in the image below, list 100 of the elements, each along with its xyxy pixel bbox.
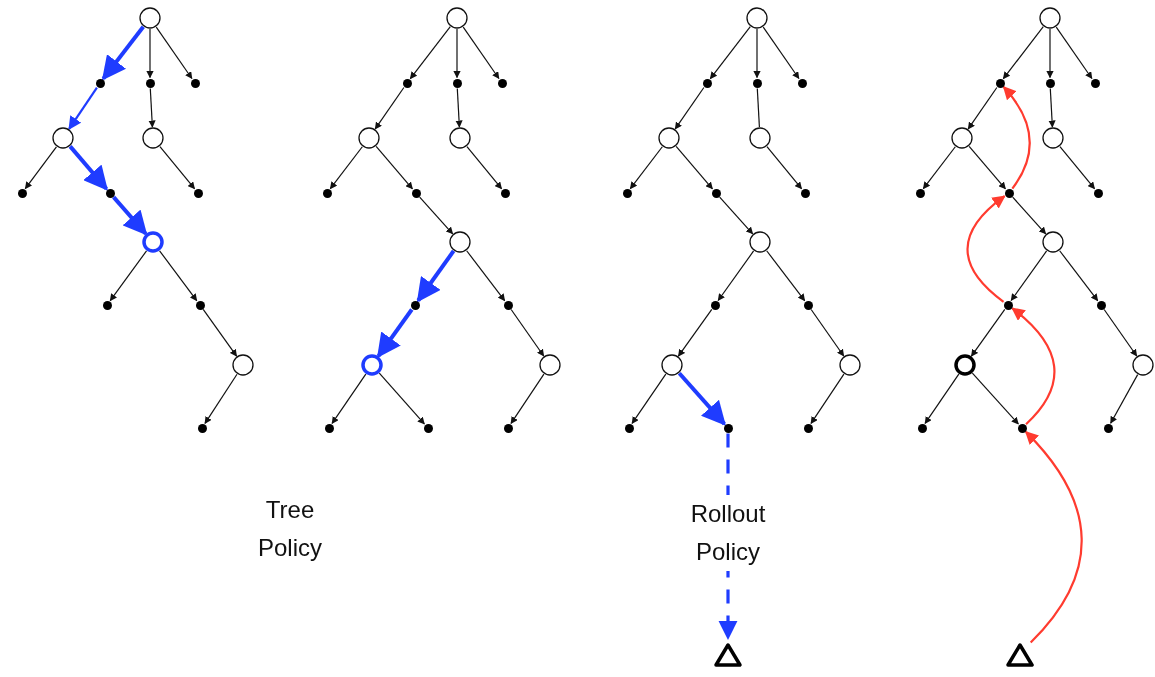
arrow [204, 373, 238, 424]
open-circle-node [749, 231, 771, 253]
arrow [971, 372, 1019, 425]
arrow [677, 308, 713, 357]
filled-dot-node [409, 299, 421, 311]
filled-dot-node [994, 77, 1006, 89]
arrow [674, 86, 705, 130]
filled-dot-node [16, 187, 28, 199]
filled-dot-node [751, 77, 763, 89]
filled-dot-node [1002, 299, 1014, 311]
arrow [1046, 28, 1054, 79]
open-circle-node [954, 354, 976, 376]
triangle-node [713, 642, 743, 668]
filled-dot-node [709, 299, 721, 311]
arrow [1059, 250, 1099, 302]
arrow [1012, 196, 1047, 235]
open-circle-node [1132, 354, 1154, 376]
arrow [677, 371, 726, 426]
filled-dot-node [1102, 422, 1114, 434]
curved-arrow [1025, 430, 1083, 644]
arrow [155, 26, 193, 80]
arrow [810, 373, 845, 425]
filled-dot-node [799, 187, 811, 199]
filled-dot-node [499, 187, 511, 199]
filled-dot-node [1092, 187, 1104, 199]
arrow [24, 146, 58, 190]
arrow [717, 250, 755, 302]
filled-dot-node [502, 422, 514, 434]
open-circle-node [839, 354, 861, 376]
filled-dot-node [802, 299, 814, 311]
open-circle-node [658, 127, 680, 149]
open-circle-node [951, 127, 973, 149]
arrow [112, 195, 148, 236]
open-circle-node [52, 127, 74, 149]
filled-dot-node [104, 187, 116, 199]
arrow [1048, 87, 1056, 128]
arrow [146, 28, 154, 79]
arrow [510, 373, 545, 425]
curved-arrow [966, 195, 1006, 303]
open-circle-node [139, 7, 161, 29]
open-circle-node [358, 127, 380, 149]
arrow [329, 146, 363, 190]
curved-arrow [1002, 86, 1031, 190]
arrow [766, 250, 806, 302]
filled-dot-node [701, 77, 713, 89]
open-circle-node [1042, 231, 1064, 253]
arrow [148, 87, 156, 128]
filled-dot-node [502, 299, 514, 311]
arrow [416, 249, 456, 303]
open-circle-node [1039, 7, 1061, 29]
filled-dot-node [422, 422, 434, 434]
arrow [1110, 374, 1139, 424]
arrow [455, 87, 463, 128]
filled-dot-node [496, 77, 508, 89]
open-circle-node [142, 231, 164, 253]
arrow [68, 86, 98, 130]
filled-dot-node [796, 77, 808, 89]
arrow [68, 145, 108, 191]
arrow [462, 26, 500, 80]
arrow [1103, 308, 1138, 357]
arrow [453, 28, 461, 79]
open-circle-node [749, 127, 771, 149]
arrow [922, 146, 956, 190]
arrow [466, 145, 503, 190]
arrow [970, 308, 1006, 357]
arrow [629, 146, 663, 190]
open-circle-node [361, 354, 383, 376]
arrow [1002, 26, 1044, 80]
arrow [409, 26, 451, 80]
filled-dot-node [623, 422, 635, 434]
arrow [378, 372, 425, 425]
arrow [675, 145, 714, 190]
arrow [968, 145, 1007, 190]
filled-dot-node [194, 299, 206, 311]
filled-dot-node [916, 422, 928, 434]
filled-dot-node [144, 77, 156, 89]
filled-dot-node [321, 187, 333, 199]
filled-dot-node [710, 187, 722, 199]
arrow [753, 28, 761, 79]
open-circle-node [449, 127, 471, 149]
arrow [631, 373, 667, 425]
open-circle-node [746, 7, 768, 29]
curved-arrow [1011, 307, 1056, 426]
arrow [810, 308, 845, 357]
filled-dot-node [401, 77, 413, 89]
filled-dot-node [621, 187, 633, 199]
filled-dot-node [1016, 422, 1028, 434]
arrow [466, 250, 506, 302]
arrow [109, 250, 148, 302]
open-circle-node [446, 7, 468, 29]
filled-dot-node [410, 187, 422, 199]
open-circle-node [449, 231, 471, 253]
filled-dot-node [189, 77, 201, 89]
filled-dot-node [101, 299, 113, 311]
filled-dot-node [1095, 299, 1107, 311]
arrow [331, 373, 367, 425]
arrow [101, 25, 145, 81]
filled-dot-node [722, 422, 734, 434]
arrow [709, 26, 751, 80]
triangle-node [1005, 642, 1035, 668]
